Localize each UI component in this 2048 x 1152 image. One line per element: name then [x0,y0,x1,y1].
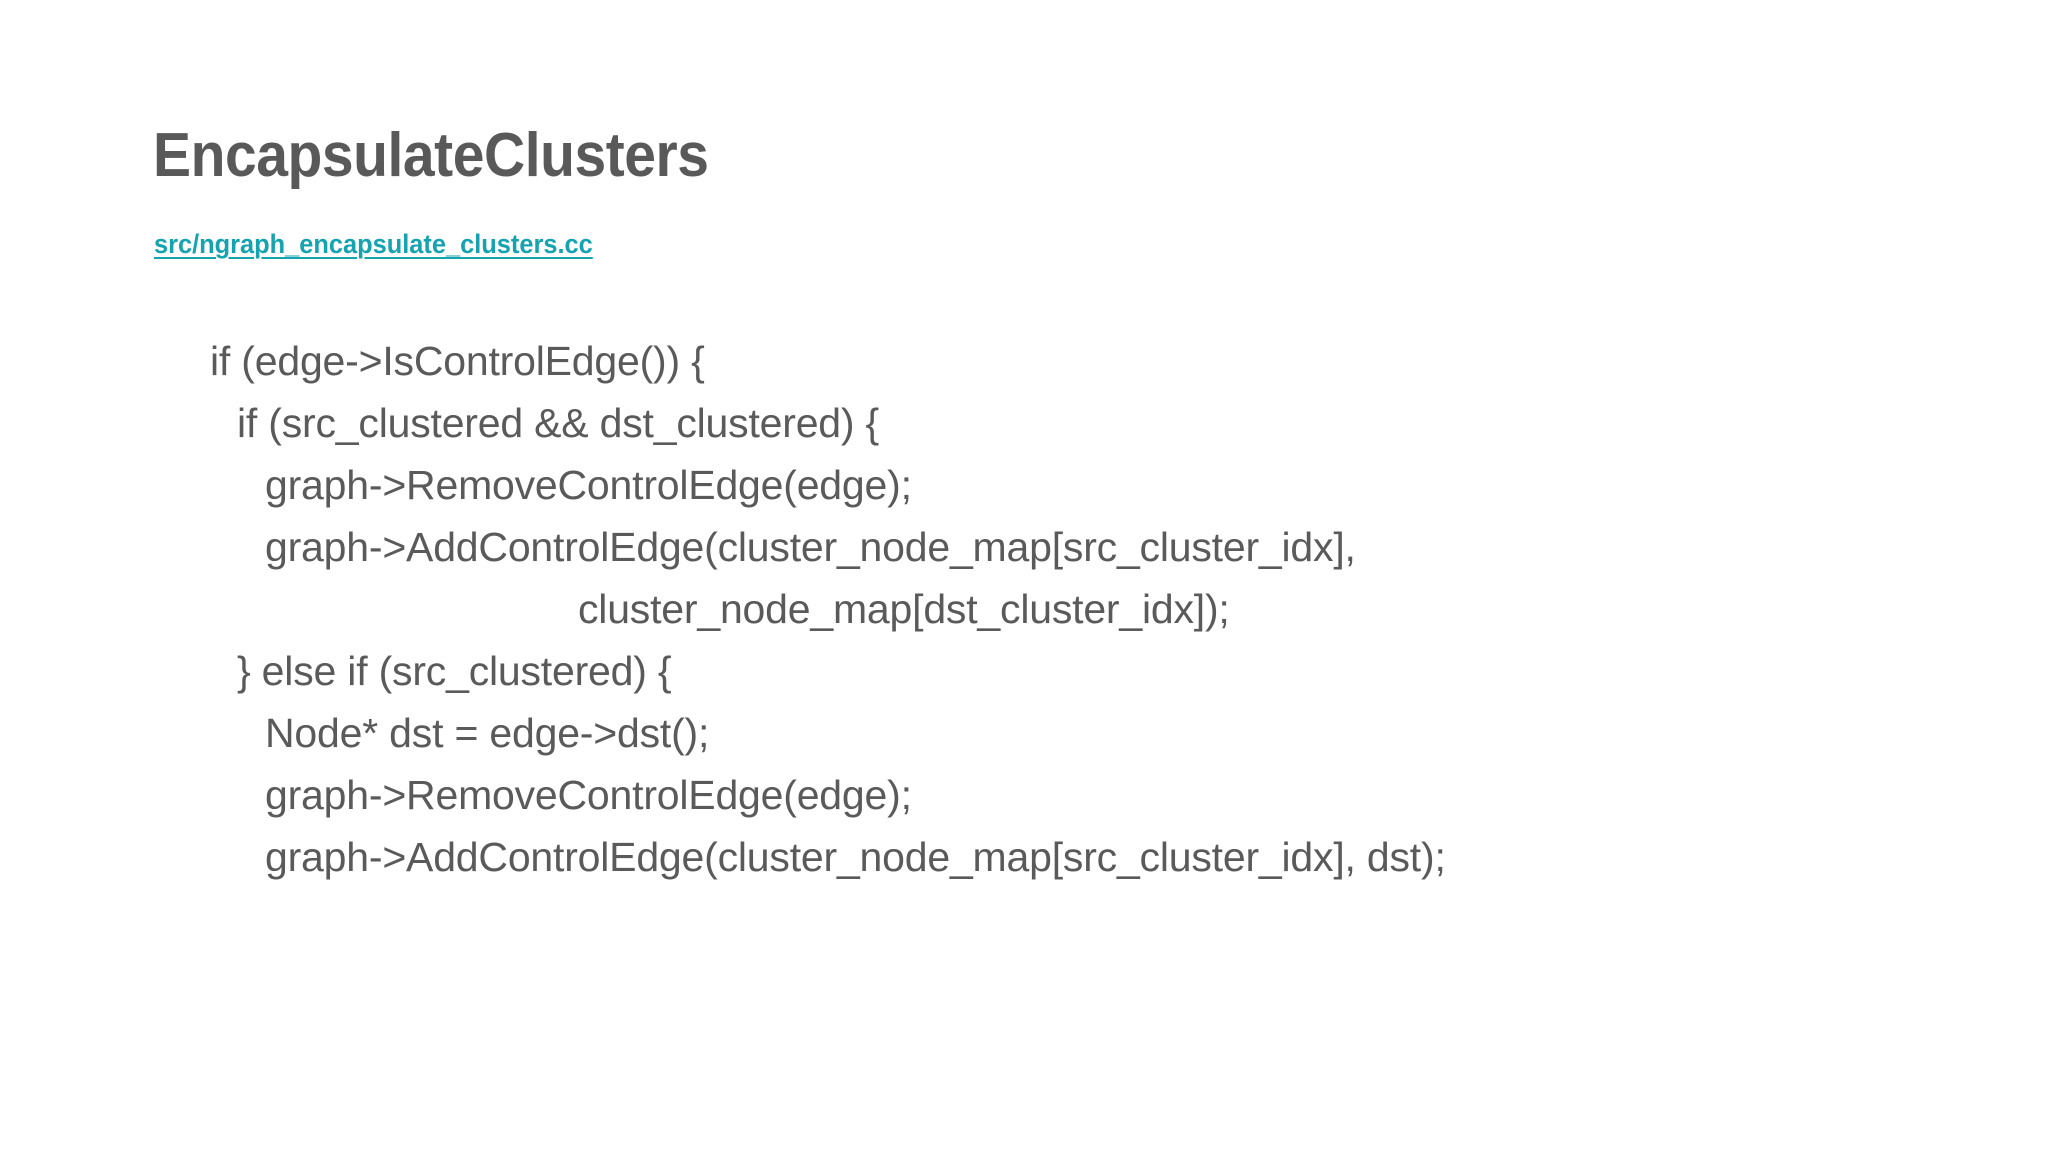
code-line: graph->AddControlEdge(cluster_node_map[s… [265,524,1356,570]
source-file-link[interactable]: src/ngraph_encapsulate_clusters.cc [154,229,593,259]
code-line: if (src_clustered && dst_clustered) { [237,400,880,446]
code-line: } else if (src_clustered) { [237,648,672,694]
code-line: Node* dst = edge->dst(); [265,710,710,756]
source-link-container: src/ngraph_encapsulate_clusters.cc [154,228,621,260]
code-line: graph->RemoveControlEdge(edge); [265,772,912,818]
code-block: if (edge->IsControlEdge()) { if (src_clus… [0,330,2048,888]
code-line: graph->RemoveControlEdge(edge); [265,462,912,508]
code-line: cluster_node_map[dst_cluster_idx]); [578,586,1230,632]
code-line: if (edge->IsControlEdge()) { [210,338,705,384]
page-title: EncapsulateClusters [153,120,709,190]
code-line: graph->AddControlEdge(cluster_node_map[s… [265,834,1446,880]
